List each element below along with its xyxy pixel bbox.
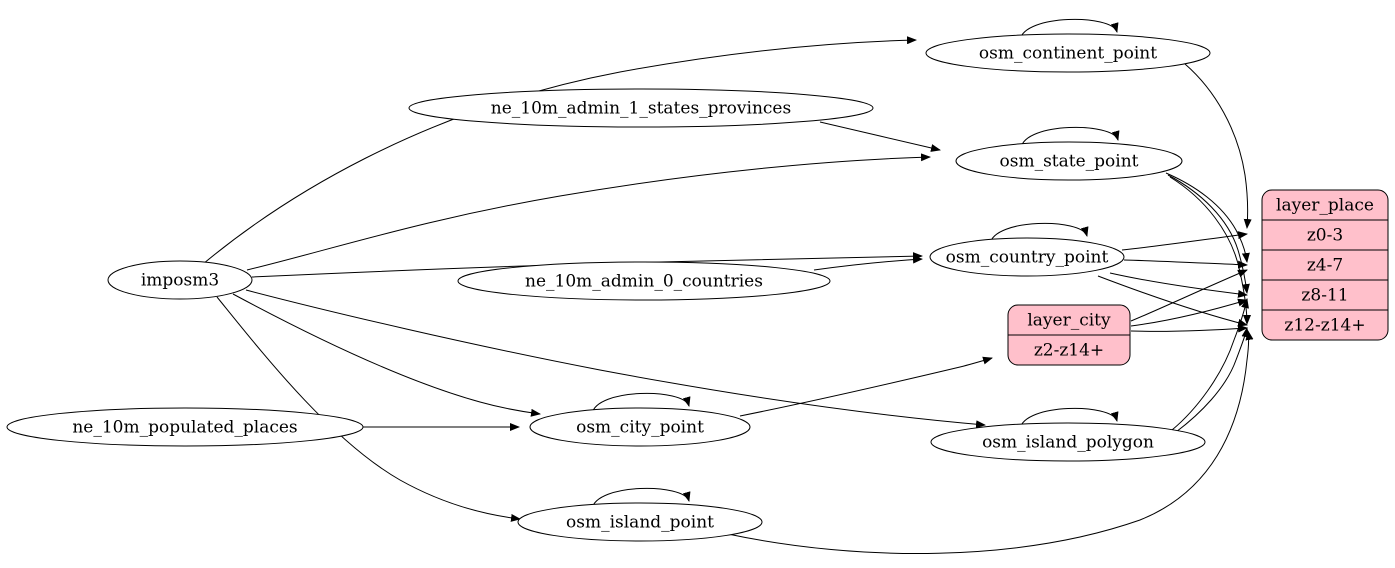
node-layer: imposm3 ne_10m_admin_1_states_provinces …	[6, 33, 1211, 542]
node-label-osm-continent-point: osm_continent_point	[979, 44, 1157, 64]
record-node-layer-place[interactable]: layer_place z0-3 z4-7 z8-11 z12-z14+	[1261, 189, 1389, 341]
node-label-imposm3: imposm3	[141, 271, 219, 291]
edge-self-loop-osm-continent-point	[1019, 18, 1119, 41]
edge-imposm3-to-osm-city-point	[232, 293, 541, 417]
node-osm-city-point[interactable]: osm_city_point	[529, 407, 751, 447]
edge-layer-city-to-layer-place-z4-7	[1130, 269, 1248, 322]
edge-self-loop-osm-city-point	[591, 392, 691, 415]
record-row-layer-place-z0-3[interactable]: z0-3	[1307, 226, 1343, 246]
edge-osm-country-point-to-layer-place-z0-3	[1121, 231, 1248, 251]
node-osm-state-point[interactable]: osm_state_point	[955, 141, 1183, 181]
node-osm-island-point[interactable]: osm_island_point	[517, 502, 763, 542]
node-label-osm-island-polygon: osm_island_polygon	[982, 433, 1154, 453]
node-label-osm-state-point: osm_state_point	[1000, 152, 1139, 172]
edge-imposm3-to-osm-island-polygon	[245, 289, 986, 429]
edge-self-loop-osm-island-point	[591, 487, 691, 510]
record-row-layer-place-z4-7[interactable]: z4-7	[1307, 256, 1343, 276]
edge-osm-city-point-to-layer-city-z2-z14	[739, 356, 993, 417]
edge-self-loop-osm-island-polygon	[1019, 407, 1119, 430]
edge-osm-state-point-to-layer-place-z4-7	[1165, 172, 1250, 263]
node-label-osm-city-point: osm_city_point	[576, 418, 704, 438]
edge-layer-city-to-layer-place-z8-11	[1130, 298, 1248, 327]
node-imposm3[interactable]: imposm3	[107, 260, 253, 300]
node-label-ne-10m-admin-0-countries: ne_10m_admin_0_countries	[525, 272, 763, 292]
edge-imposm3-to-osm-state-point	[246, 153, 931, 271]
edge-osm-island-point-to-layer-place-z12-z14	[727, 330, 1254, 554]
record-node-layer: layer_place z0-3 z4-7 z8-11 z12-z14+ lay…	[1007, 189, 1389, 366]
node-ne-10m-admin-0-countries[interactable]: ne_10m_admin_0_countries	[457, 261, 831, 301]
node-ne-10m-admin-1-states-provinces[interactable]: ne_10m_admin_1_states_provinces	[408, 88, 874, 128]
edge-layer-city-to-layer-place-z12-z14	[1130, 324, 1248, 333]
node-label-osm-country-point: osm_country_point	[946, 248, 1109, 268]
node-label-ne-10m-admin-1-states-provinces: ne_10m_admin_1_states_provinces	[491, 99, 791, 119]
edge-self-loop-osm-state-point	[1020, 126, 1120, 149]
edge-osm-island-polygon-to-layer-place-z12-z14	[1175, 327, 1250, 433]
edge-osm-state-point-to-layer-place-z12-z14	[1169, 176, 1251, 325]
edge-osm-state-point-to-layer-place-z8-11	[1167, 174, 1250, 294]
edge-osm-island-polygon-to-layer-place-z8-11	[1171, 298, 1249, 431]
record-row-layer-city-z2-z14[interactable]: z2-z14+	[1034, 341, 1104, 361]
edge-osm-country-point-to-layer-place-z12-z14	[1097, 275, 1248, 327]
edge-osm-country-point-to-layer-place-z4-7	[1123, 259, 1248, 269]
edge-self-loop-osm-country-point	[989, 222, 1089, 245]
edge-imposm3-to-osm-island-point	[216, 296, 521, 522]
node-label-osm-island-point: osm_island_point	[566, 513, 714, 533]
record-row-layer-city-header: layer_city	[1027, 311, 1111, 331]
node-osm-island-polygon[interactable]: osm_island_polygon	[930, 422, 1206, 462]
node-ne-10m-populated-places[interactable]: ne_10m_populated_places	[6, 407, 364, 447]
record-row-layer-place-z8-11[interactable]: z8-11	[1301, 286, 1348, 306]
node-label-ne-10m-populated-places: ne_10m_populated_places	[72, 418, 297, 438]
record-row-layer-place-header: layer_place	[1276, 196, 1374, 216]
edge-ne-countries-to-osm-country-point	[813, 255, 923, 271]
edge-osm-continent-point-to-layer-place-z0-3	[1184, 63, 1252, 229]
record-node-layer-city[interactable]: layer_city z2-z14+	[1007, 304, 1131, 366]
edge-imposm3-to-osm-continent-point	[202, 36, 917, 265]
node-osm-continent-point[interactable]: osm_continent_point	[925, 33, 1211, 73]
edge-osm-country-point-to-layer-place-z8-11	[1109, 272, 1248, 298]
edge-layer	[202, 18, 1254, 554]
edge-ne-states-to-osm-state-point	[819, 121, 941, 152]
record-row-layer-place-z12-z14[interactable]: z12-z14+	[1284, 316, 1365, 336]
node-osm-country-point[interactable]: osm_country_point	[929, 237, 1125, 277]
